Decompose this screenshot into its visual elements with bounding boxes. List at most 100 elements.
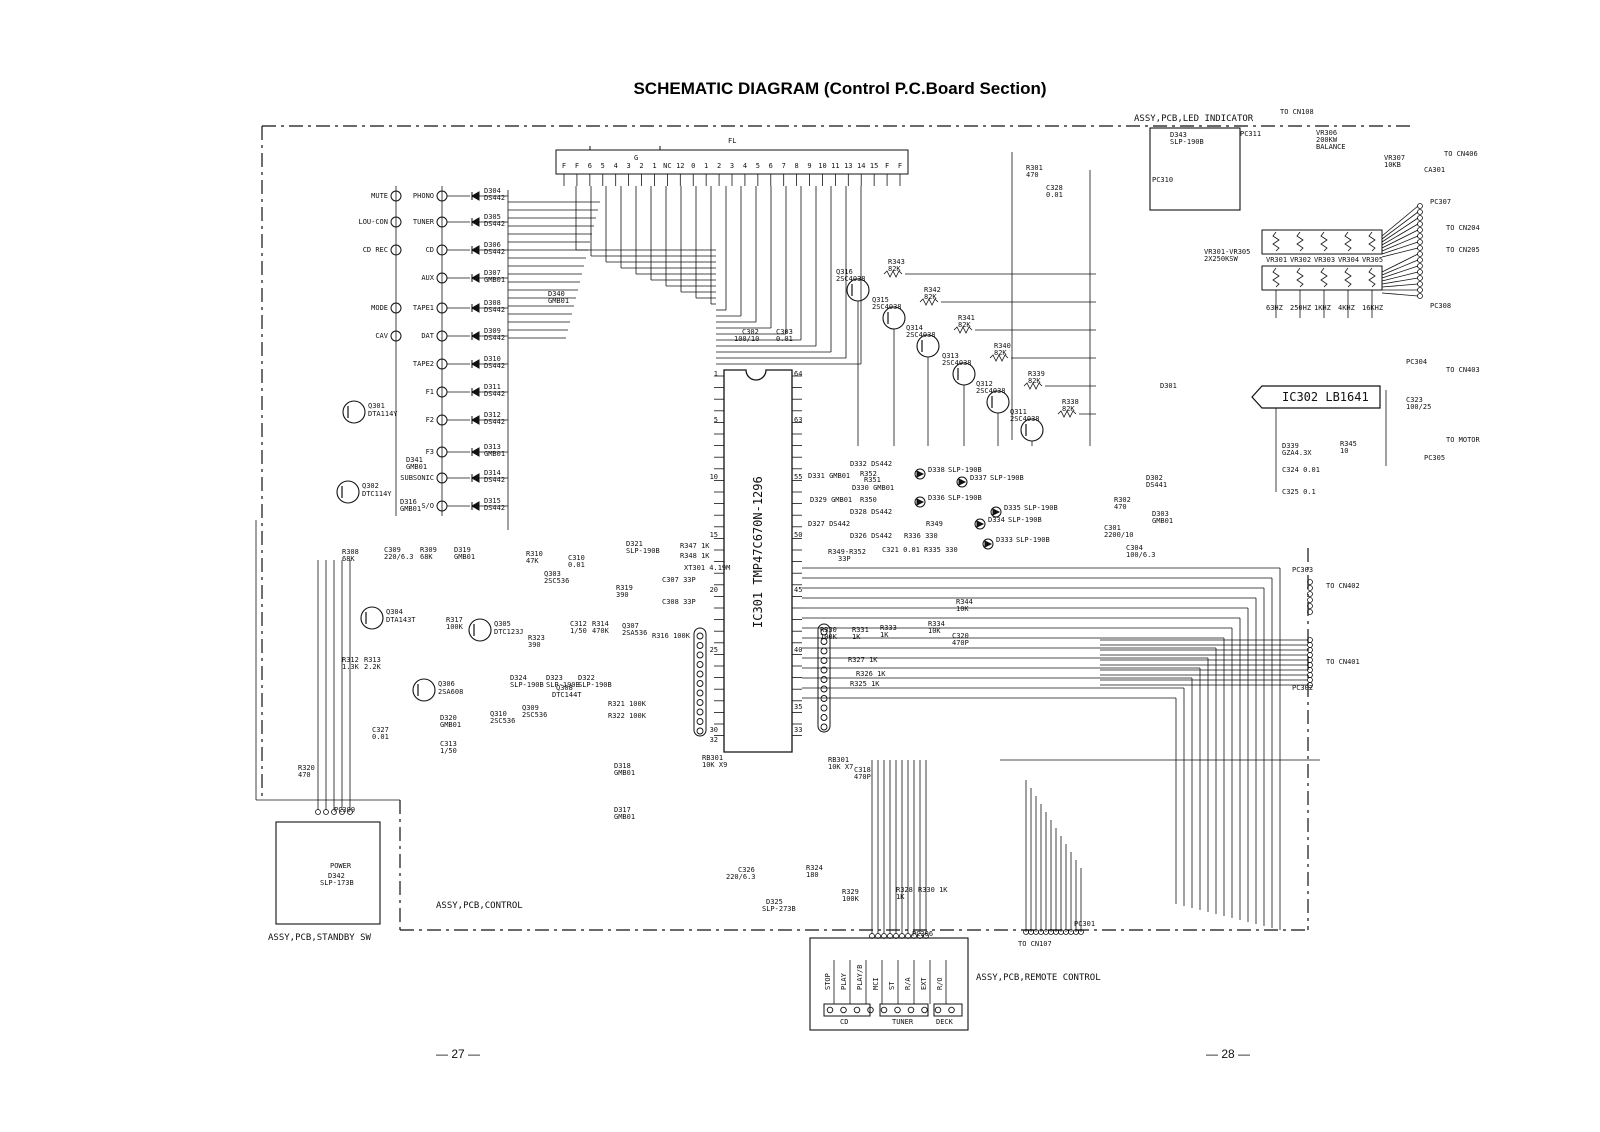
component-label: GMB01 bbox=[454, 553, 475, 561]
component-label: D329 GMB01 bbox=[810, 496, 852, 504]
component-label: C328 bbox=[1046, 184, 1063, 192]
diode-symbol bbox=[470, 303, 480, 313]
component-label: 100/25 bbox=[1406, 403, 1431, 411]
diode-part: GMB01 bbox=[484, 276, 505, 284]
component-label: R312 bbox=[342, 656, 359, 664]
connector-pin bbox=[921, 1006, 928, 1014]
rb-pin bbox=[820, 676, 828, 683]
cd-connector bbox=[823, 1003, 871, 1017]
remote-button-label: MCI bbox=[872, 977, 880, 990]
transistor-part: DTC123J bbox=[494, 628, 524, 636]
component-label: SLP-190B bbox=[546, 681, 580, 689]
component-label: 470 bbox=[1026, 171, 1039, 179]
component-label: R333 bbox=[880, 624, 897, 632]
connector-pin bbox=[948, 1006, 955, 1014]
eq-wire bbox=[1381, 283, 1419, 288]
component-label: 1K bbox=[852, 633, 861, 641]
eq-wire bbox=[1381, 292, 1419, 297]
fl-pin-label: 4 bbox=[614, 162, 618, 170]
switch-right-label: TAPE1 bbox=[413, 304, 434, 312]
rb-pin bbox=[820, 647, 828, 655]
component-label: Q310 bbox=[490, 710, 507, 718]
component-label: 2SC536 bbox=[522, 711, 547, 719]
component-label: BALANCE bbox=[1316, 143, 1346, 151]
component-label: D331 GMB01 bbox=[808, 472, 850, 480]
connector-pin bbox=[867, 1006, 874, 1014]
component-label: D326 DS442 bbox=[850, 532, 892, 540]
diode-symbol bbox=[470, 501, 480, 511]
fl-pin-label: F bbox=[898, 162, 902, 170]
component-label: PC302 bbox=[1292, 684, 1313, 692]
rb-pin bbox=[820, 704, 828, 712]
connector-pin bbox=[1417, 227, 1423, 233]
led-symbol bbox=[982, 538, 994, 550]
component-label: R323 bbox=[528, 634, 545, 642]
deck-connector bbox=[933, 1003, 963, 1017]
fl-pin-label: 1 bbox=[704, 162, 708, 170]
connector-pin bbox=[1307, 682, 1313, 688]
led-board-border bbox=[1149, 127, 1241, 211]
component-label: D322 bbox=[578, 674, 595, 682]
resistor-ref: R340 bbox=[994, 342, 1011, 350]
switch-left-label: MUTE bbox=[371, 192, 388, 200]
eq-wire bbox=[1381, 241, 1419, 255]
eq-wire bbox=[1381, 205, 1419, 237]
vr-name: VR304 bbox=[1338, 256, 1359, 264]
component-label: C304 bbox=[1126, 544, 1143, 552]
eq-wire bbox=[1381, 253, 1419, 273]
transistor-part: 2SC4038 bbox=[976, 387, 1006, 395]
connector-pin bbox=[1417, 293, 1423, 299]
component-label: R329 bbox=[842, 888, 859, 896]
connector-pin bbox=[1417, 257, 1423, 263]
component-label: C307 33P bbox=[662, 576, 696, 584]
connector-pin bbox=[1417, 245, 1423, 251]
eq-freq: 250HZ bbox=[1290, 304, 1311, 312]
vr-symbol bbox=[1272, 267, 1280, 288]
component-label: RB301 bbox=[828, 756, 849, 764]
component-label: R345 bbox=[1340, 440, 1357, 448]
vr-symbol bbox=[1320, 231, 1328, 252]
fl-pin-label: F bbox=[575, 162, 579, 170]
component-label: 470 bbox=[1114, 503, 1127, 511]
led-part: SLP-190B bbox=[990, 474, 1024, 482]
component-label: C318 bbox=[854, 766, 871, 774]
diode-ref: D313 bbox=[484, 443, 501, 451]
component-label: 100K bbox=[820, 633, 838, 641]
component-label: GMB01 bbox=[1152, 517, 1173, 525]
component-label: TO MOTOR bbox=[1446, 436, 1481, 444]
resistor-symbol bbox=[1023, 382, 1043, 390]
led-part: SLP-190B bbox=[1016, 536, 1050, 544]
ic301-pin-number: 5 bbox=[714, 416, 718, 424]
transistor-ref: Q301 bbox=[368, 402, 385, 410]
led-symbol bbox=[990, 506, 1002, 518]
vr-name: VR302 bbox=[1290, 256, 1311, 264]
led-arrow bbox=[916, 498, 925, 506]
connector-pin bbox=[1417, 281, 1423, 287]
component-label: SLP-190B bbox=[626, 547, 660, 555]
transistor-part: 2SC4038 bbox=[906, 331, 936, 339]
led-arrow bbox=[992, 508, 1001, 516]
fl-pin-label: 7 bbox=[782, 162, 786, 170]
component-label: 220/6.3 bbox=[726, 873, 756, 881]
component-label: R352 bbox=[860, 470, 877, 478]
page-number-left: — 27 — bbox=[436, 1047, 480, 1061]
component-label: 100/10 bbox=[734, 335, 759, 343]
resistor-symbol bbox=[953, 326, 973, 334]
component-label: R317 bbox=[446, 616, 463, 624]
fl-g-label: G bbox=[634, 154, 638, 162]
connector-pin bbox=[934, 1006, 942, 1014]
fl-pin-label: 11 bbox=[831, 162, 839, 170]
led-arrow bbox=[916, 470, 925, 478]
component-label: C301 bbox=[1104, 524, 1121, 532]
component-label: GMB01 bbox=[548, 297, 569, 305]
component-label: 180 bbox=[806, 871, 819, 879]
component-label: R349-R352 bbox=[828, 548, 866, 556]
diode-part: GMB01 bbox=[484, 450, 505, 458]
component-label: C310 bbox=[568, 554, 585, 562]
component-label: 1/50 bbox=[570, 627, 587, 635]
ic301-pin-number: 15 bbox=[710, 531, 718, 539]
fl-pin-label: 6 bbox=[769, 162, 773, 170]
driver-transistors: Q3162SC4038R34382KQ3152SC4038R34282KQ314… bbox=[836, 258, 1096, 446]
